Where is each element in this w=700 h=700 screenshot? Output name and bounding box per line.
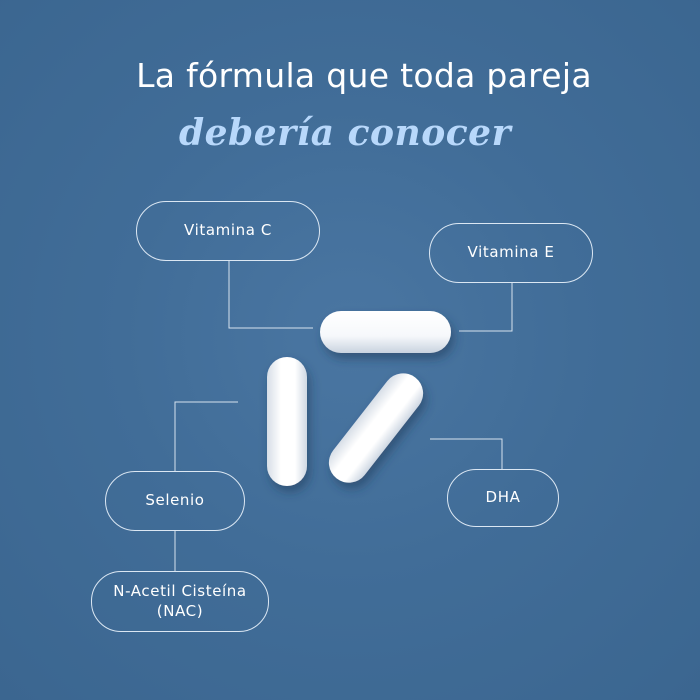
ingredient-label: N-Acetil Cisteína (NAC) xyxy=(113,582,247,620)
headline: La fórmula que toda pareja xyxy=(136,56,592,95)
connector-lines xyxy=(174,261,513,571)
ingredient-selenio: Selenio xyxy=(105,471,245,531)
ingredient-label: DHA xyxy=(485,488,521,507)
ingredient-label: Selenio xyxy=(145,491,205,510)
ingredient-vitamina-e: Vitamina E xyxy=(429,223,593,283)
ingredient-label: Vitamina C xyxy=(184,221,272,240)
capsule-horizontal xyxy=(320,311,451,353)
connector-selenio xyxy=(174,401,238,471)
connector-vitamina-e xyxy=(459,283,513,332)
subheadline: debería conocer xyxy=(178,112,512,154)
capsule-vertical xyxy=(267,357,307,486)
ingredient-nac: N-Acetil Cisteína (NAC) xyxy=(91,571,269,632)
ingredient-label: Vitamina E xyxy=(467,243,555,262)
ingredient-dha: DHA xyxy=(447,469,559,527)
capsule-diagonal xyxy=(328,373,424,483)
connector-vitamina-c xyxy=(228,261,313,329)
connector-dha xyxy=(430,438,503,469)
ingredient-vitamina-c: Vitamina C xyxy=(136,201,320,261)
